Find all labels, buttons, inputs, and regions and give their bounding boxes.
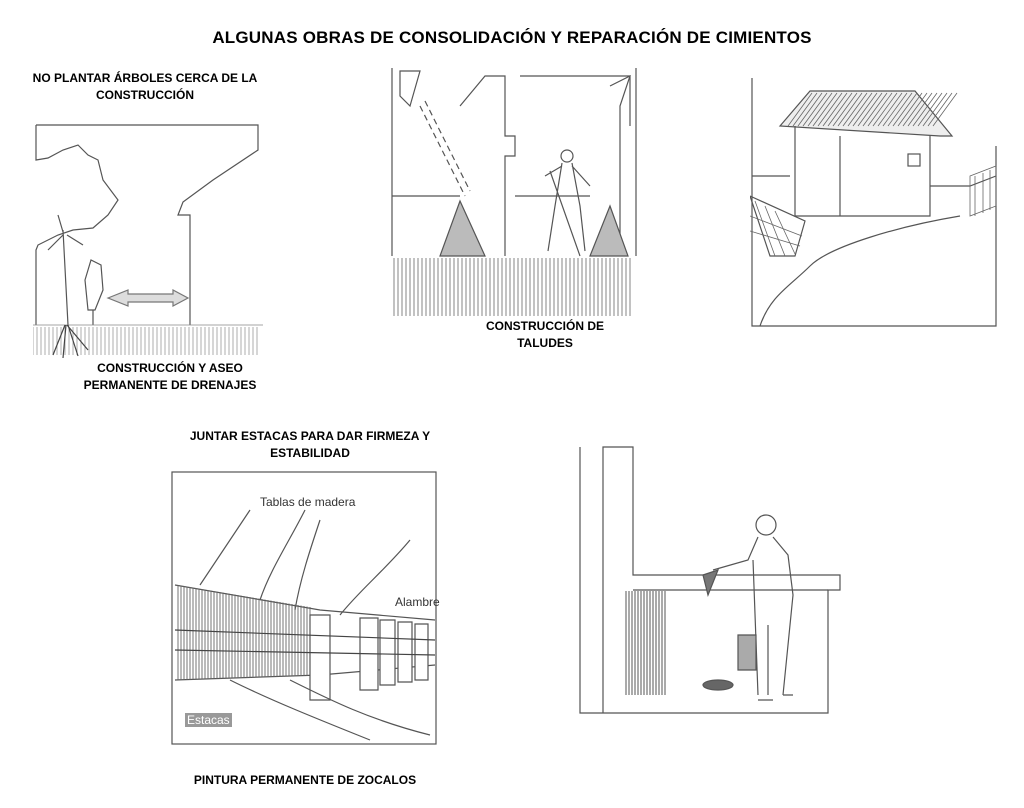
hatching [787,92,958,127]
illustration-house-retaining-wall [750,76,1000,330]
caption-drainage: CONSTRUCCIÓN Y ASEO PERMANENTE DE DRENAJ… [83,361,257,392]
illustration-tree-near-house [33,120,265,360]
illustration-painting-plinth [578,445,844,717]
hatching [625,591,666,695]
illustration-slopes [390,66,638,320]
label-wire: Alambre [395,595,440,609]
hatching [393,258,631,316]
caption-painting: PINTURA PERMANENTE DE ZOCALOS [193,773,417,787]
label-boards: Tablas de madera [260,495,356,509]
caption-stakes: JUNTAR ESTACAS PARA DAR FIRMEZA Y ESTABI… [189,429,431,460]
label-stakes: Estacas [185,713,232,727]
page-title: ALGUNAS OBRAS DE CONSOLIDACIÓN Y REPARAC… [212,28,812,47]
illustration-fence-stakes: Tablas de madera Alambre Estacas [170,470,440,748]
caption-no-trees: NO PLANTAR ÁRBOLES CERCA DE LA CONSTRUCC… [32,71,258,102]
caption-slopes: CONSTRUCCIÓN DE TALUDES [485,319,604,350]
hatching [33,327,258,355]
hatching [177,585,311,680]
